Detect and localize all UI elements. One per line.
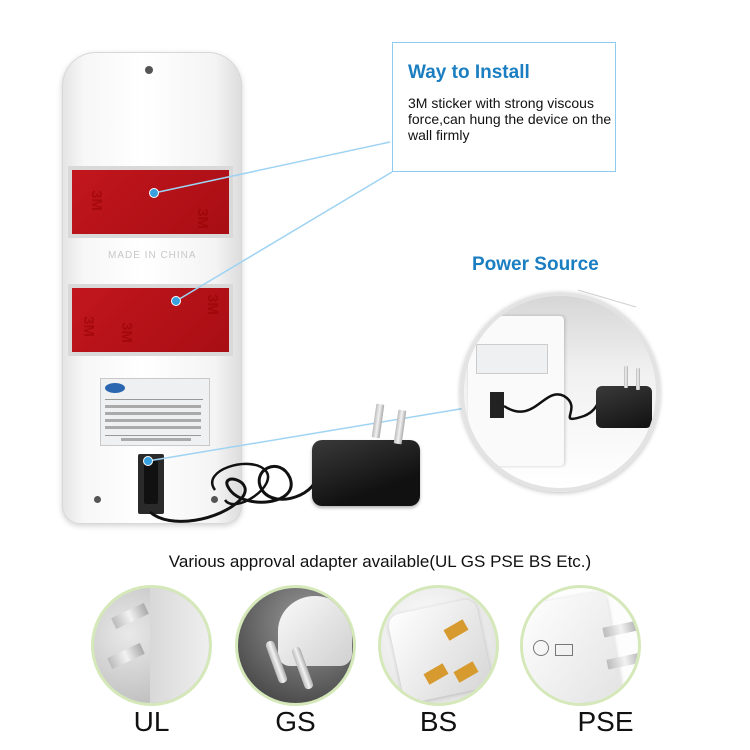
ul-adapter-photo [91, 585, 212, 706]
install-title: Way to Install [408, 62, 530, 83]
sticker-top: 3M 3M [68, 166, 233, 238]
adapter-body [150, 588, 209, 703]
adapter-prong-closeup [636, 368, 640, 390]
power-cable [148, 465, 320, 523]
spec-label-plate [100, 378, 210, 446]
power-adapter [312, 440, 420, 506]
adapter-prong [111, 602, 149, 630]
callout-dot [143, 456, 153, 466]
pse-adapter-photo [520, 585, 641, 706]
callout-dot [149, 188, 159, 198]
adapter-prong-closeup [624, 366, 628, 388]
power-cable-loop [211, 462, 270, 506]
label-line [121, 438, 191, 441]
leader-line-port [147, 404, 485, 462]
cert-mark-icon [555, 644, 573, 656]
adapter-body [278, 596, 352, 666]
leader-line-bottom [175, 171, 393, 302]
install-callout: Way to Install 3M sticker with strong vi… [392, 42, 616, 172]
label-line [105, 412, 201, 415]
screw-hole-right [211, 496, 218, 503]
approval-label-pse: PSE [577, 706, 634, 737]
approval-label-ul: UL [133, 706, 170, 737]
install-description: 3M sticker with strong viscous force,can… [408, 95, 612, 143]
label-rule [105, 399, 203, 400]
cert-mark-icon [533, 640, 549, 656]
gs-adapter-photo [235, 585, 356, 706]
callout-dot [171, 296, 181, 306]
power-source-title: Power Source [472, 254, 599, 275]
approval-label-bs: BS [419, 706, 458, 737]
sticker-bottom: 3M 3M 3M [68, 284, 233, 356]
mounting-hole-top [145, 66, 153, 74]
adapter-prong [107, 642, 145, 670]
adapter-closeup [596, 386, 652, 428]
label-line [105, 426, 201, 429]
brand-logo [105, 383, 125, 393]
leader-line-top [153, 141, 391, 194]
leader-line-circle [577, 289, 637, 308]
dc-plug-closeup [490, 392, 504, 418]
approval-label-gs: GS [275, 706, 316, 737]
approval-headline: Various approval adapter available(UL GS… [168, 552, 592, 571]
label-line [105, 405, 201, 408]
dc-plug [144, 460, 158, 504]
power-source-zoom [460, 292, 660, 492]
adapter-body [386, 597, 494, 703]
screw-hole-left [94, 496, 101, 503]
bs-adapter-photo [378, 585, 499, 706]
label-rule [105, 435, 201, 436]
spec-label-closeup [476, 344, 548, 374]
label-line [105, 419, 201, 422]
made-in-china-imprint: MADE IN CHINA [108, 250, 197, 261]
device-closeup [468, 316, 564, 466]
